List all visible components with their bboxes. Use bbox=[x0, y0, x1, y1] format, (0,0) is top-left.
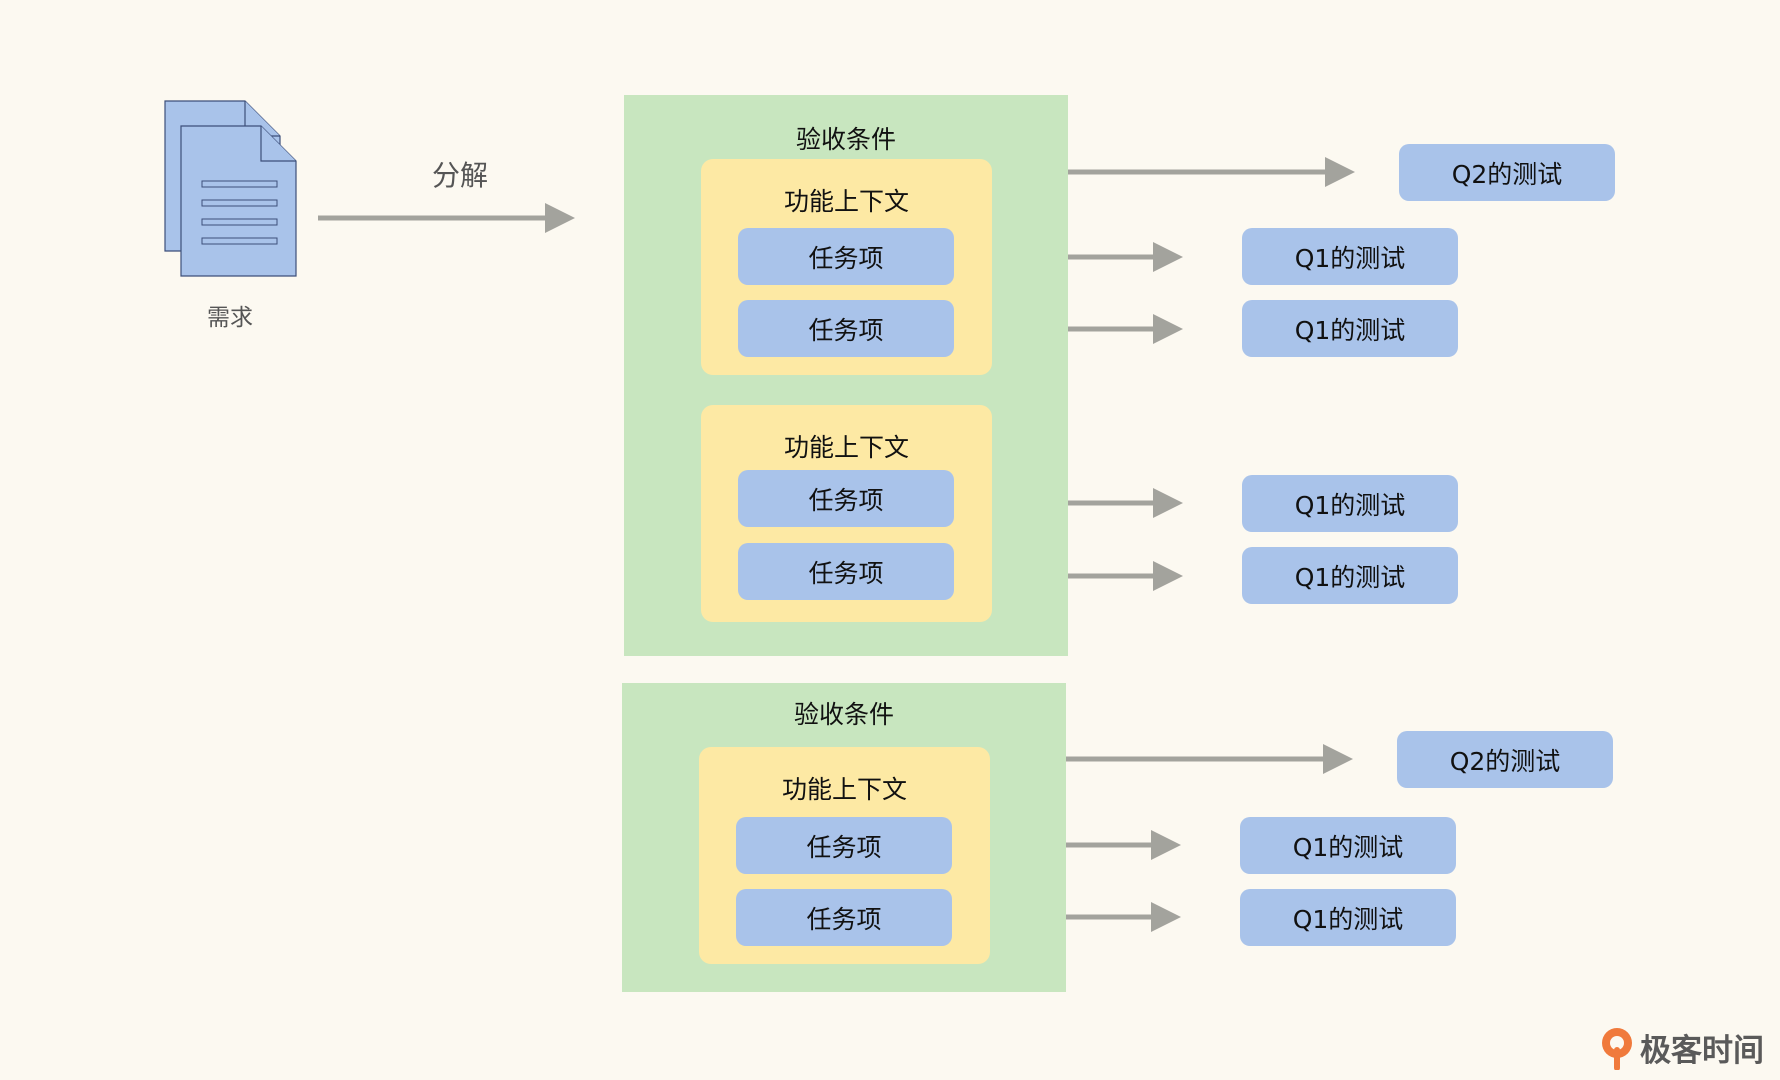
q2-test-2: Q2的测试 bbox=[1397, 731, 1613, 788]
context-title-2: 功能上下文 bbox=[783, 433, 909, 462]
acceptance-title-2: 验收条件 bbox=[793, 700, 894, 729]
q1-test-2: Q1的测试 bbox=[1242, 300, 1458, 357]
task-item-3: 任务项 bbox=[738, 470, 954, 527]
decompose-label: 分解 bbox=[431, 159, 488, 192]
task-item-1: 任务项 bbox=[738, 228, 954, 285]
brand-watermark: 极客时间 bbox=[1600, 1025, 1764, 1070]
document-stack-icon bbox=[164, 100, 297, 277]
context-title-3: 功能上下文 bbox=[781, 775, 907, 804]
task-item-5: 任务项 bbox=[736, 817, 952, 874]
task-item-6: 任务项 bbox=[736, 889, 952, 946]
q1-test-6: Q1的测试 bbox=[1240, 889, 1456, 946]
requirement-label: 需求 bbox=[207, 305, 253, 331]
q1-test-3: Q1的测试 bbox=[1242, 475, 1458, 532]
task-item-4: 任务项 bbox=[738, 543, 954, 600]
geektime-logo-icon bbox=[1602, 1027, 1632, 1070]
context-title-1: 功能上下文 bbox=[783, 187, 909, 216]
acceptance-title-1: 验收条件 bbox=[795, 125, 896, 154]
q2-test-1: Q2的测试 bbox=[1399, 144, 1615, 201]
brand-name: 极客时间 bbox=[1640, 1033, 1764, 1069]
q1-test-4: Q1的测试 bbox=[1242, 547, 1458, 604]
task-item-2: 任务项 bbox=[738, 300, 954, 357]
q1-test-1: Q1的测试 bbox=[1242, 228, 1458, 285]
q1-test-5: Q1的测试 bbox=[1240, 817, 1456, 874]
